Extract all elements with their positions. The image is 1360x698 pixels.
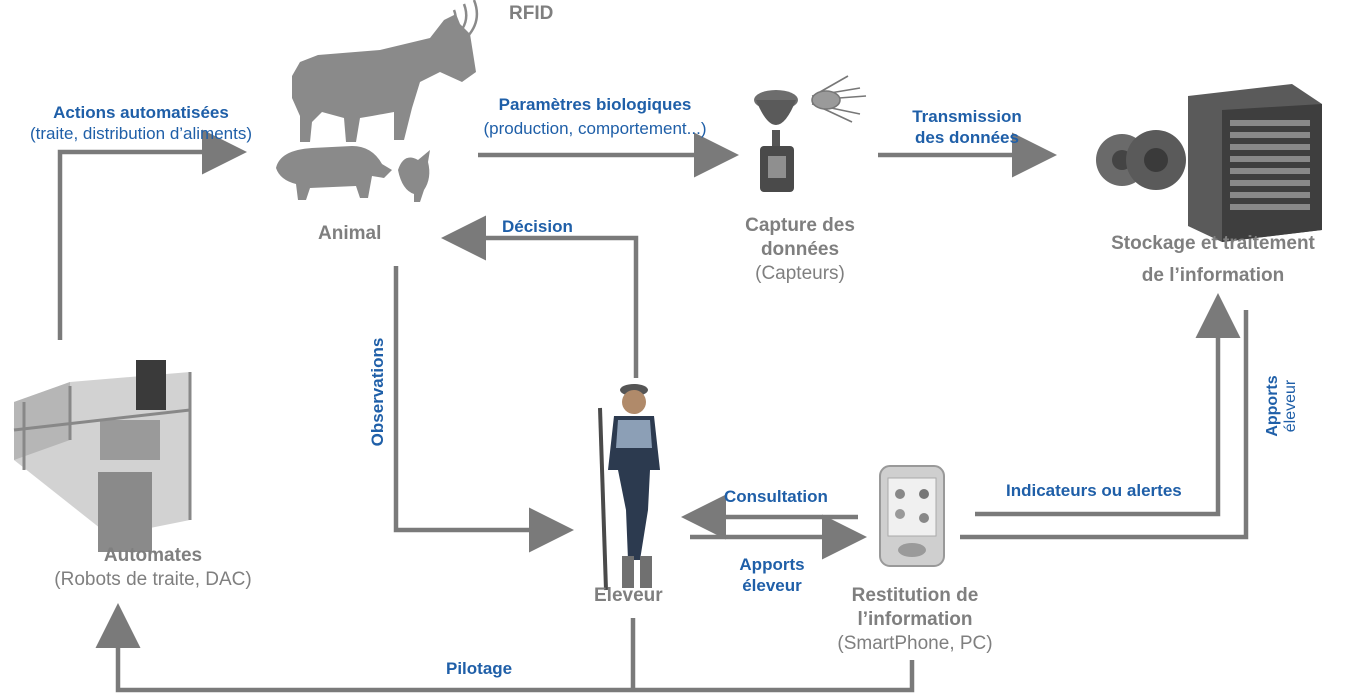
apports-right-line1: Apports	[1264, 375, 1281, 437]
parametres-label: Paramètres biologiques (production, comp…	[456, 94, 734, 140]
animal-label: Animal	[318, 223, 382, 244]
arrow-pilotage	[95, 603, 915, 693]
rfid-label: RFID	[509, 3, 554, 24]
transmission-line1: Transmission	[912, 107, 1022, 126]
apports-right-line2: éleveur	[1282, 379, 1299, 433]
stockage-line2: de l’information	[1141, 264, 1285, 286]
restitution-sub: (SmartPhone, PC)	[837, 632, 993, 654]
sensor-icon	[754, 75, 867, 192]
arrow-observations	[393, 266, 574, 553]
indicateurs-label: Indicateurs ou alertes	[1006, 481, 1182, 500]
chicken-icon	[398, 150, 430, 202]
parametres-line2: (production, comportement...)	[483, 119, 707, 139]
apports-label: Apports éleveur	[724, 554, 820, 597]
pilotage-label: Pilotage	[446, 659, 513, 678]
automates-label: Automates (Robots de traite, DAC)	[22, 544, 284, 592]
automates-title: Automates	[103, 545, 203, 566]
consultation-label: Consultation	[724, 487, 828, 506]
arrow-actions	[57, 129, 247, 340]
robot-milking-icon	[13, 360, 192, 552]
capture-title-line1: Capture des	[745, 215, 855, 236]
server-icon	[1096, 84, 1322, 242]
arrow-decision	[441, 215, 639, 378]
transmission-label: Transmission des données	[892, 106, 1042, 149]
rfid-signal-icon	[450, 0, 479, 37]
restitution-label: Restitution de l’information (SmartPhone…	[822, 584, 1008, 655]
cow-icon	[292, 14, 476, 142]
farmer-icon	[598, 384, 660, 591]
restitution-line2: l’information	[857, 608, 973, 630]
transmission-line2: des données	[915, 128, 1019, 148]
apports-line1: Apports	[739, 555, 805, 574]
actions-line2: (traite, distribution d’aliments)	[29, 124, 253, 144]
capture-title-line2: données	[760, 238, 840, 260]
eleveur-label: Eleveur	[594, 585, 663, 606]
actions-line1: Actions automatisées	[53, 103, 229, 122]
observations-label: Observations	[368, 337, 387, 447]
automates-sub: (Robots de traite, DAC)	[54, 568, 252, 590]
stockage-label: Stockage et traitement de l’information	[1100, 232, 1326, 288]
stockage-line1: Stockage et traitement	[1111, 233, 1315, 254]
arrow-indicateurs	[975, 293, 1241, 517]
parametres-line1: Paramètres biologiques	[498, 95, 692, 114]
smartphone-icon	[879, 465, 945, 567]
restitution-line1: Restitution de	[851, 585, 979, 606]
capture-sub: (Capteurs)	[755, 262, 845, 284]
capture-label: Capture des données (Capteurs)	[734, 214, 866, 285]
actions-label: Actions automatisées (traite, distributi…	[8, 102, 274, 145]
apports-line2: éleveur	[742, 576, 802, 596]
apports-right-label: Apports éleveur	[1264, 368, 1300, 444]
decision-label: Décision	[502, 217, 573, 236]
arrow-apports-right	[960, 310, 1249, 540]
pig-icon	[276, 146, 392, 200]
